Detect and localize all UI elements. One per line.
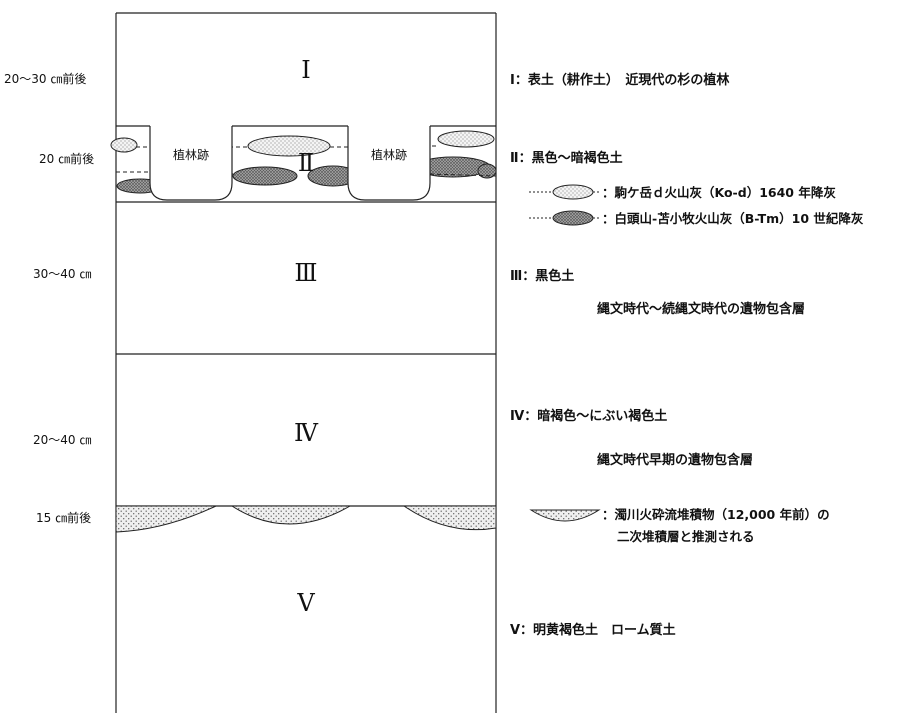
layer-numeral-3: Ⅲ bbox=[294, 259, 317, 287]
layer-desc-5: Ⅴ：明黄褐色土 ローム質土 bbox=[510, 622, 676, 638]
layer-desc-4: Ⅳ：暗褐色〜にぶい褐色土 bbox=[510, 408, 667, 424]
depth-label-4: 20〜40 ㎝ bbox=[33, 433, 91, 447]
planting-trace-label: 植林跡 bbox=[371, 147, 407, 162]
layer-numeral-1: Ⅰ bbox=[301, 56, 310, 84]
ash-lenses bbox=[110, 130, 497, 194]
b-tm-lens bbox=[477, 163, 497, 179]
legend-b-tm-swatch bbox=[552, 210, 594, 226]
planting-trace-right bbox=[347, 126, 431, 201]
ko-d-lens bbox=[247, 135, 331, 157]
ko-d-lens bbox=[110, 137, 138, 153]
layer-note-3: 縄文時代〜続縄文時代の遺物包含層 bbox=[597, 301, 805, 317]
legend-pyroclastic-swatch bbox=[529, 509, 601, 522]
legend-b-tm-text: ：白頭山-苫小牧火山灰（B-Tm）10 世紀降灰 bbox=[602, 211, 864, 226]
layer-numeral-2: Ⅱ bbox=[298, 149, 314, 177]
legend-ko-d-text: ：駒ケ岳ｄ火山灰（Ko-d）1640 年降灰 bbox=[602, 185, 836, 200]
depth-label-1: 20〜30 ㎝前後 bbox=[4, 71, 86, 86]
pyroclastic-deposits bbox=[115, 505, 497, 533]
layer-desc-2: Ⅱ：黒色〜暗褐色土 bbox=[510, 150, 623, 166]
legend-pyroclastic-text-2: 二次堆積層と推測される bbox=[617, 529, 755, 544]
layer-note-4: 縄文時代早期の遺物包含層 bbox=[597, 452, 753, 468]
depth-label-5: 15 ㎝前後 bbox=[36, 510, 91, 525]
b-tm-lens bbox=[232, 166, 298, 186]
layer-desc-1: Ⅰ：表土（耕作土） 近現代の杉の植林 bbox=[510, 72, 729, 88]
layer-numeral-4: Ⅳ bbox=[294, 419, 319, 447]
planting-trace-left bbox=[149, 126, 233, 201]
depth-label-2: 20 ㎝前後 bbox=[39, 151, 94, 166]
planting-trace-label: 植林跡 bbox=[173, 147, 209, 162]
legend-ko-d-swatch bbox=[552, 184, 594, 200]
depth-label-3: 30〜40 ㎝ bbox=[33, 267, 91, 281]
layer-desc-3: Ⅲ：黒色土 bbox=[510, 268, 574, 284]
ko-d-lens bbox=[437, 130, 495, 148]
legend-pyroclastic-text-1: ：濁川火砕流堆積物（12,000 年前）の bbox=[602, 507, 830, 522]
layer-numeral-5: Ⅴ bbox=[296, 589, 315, 617]
